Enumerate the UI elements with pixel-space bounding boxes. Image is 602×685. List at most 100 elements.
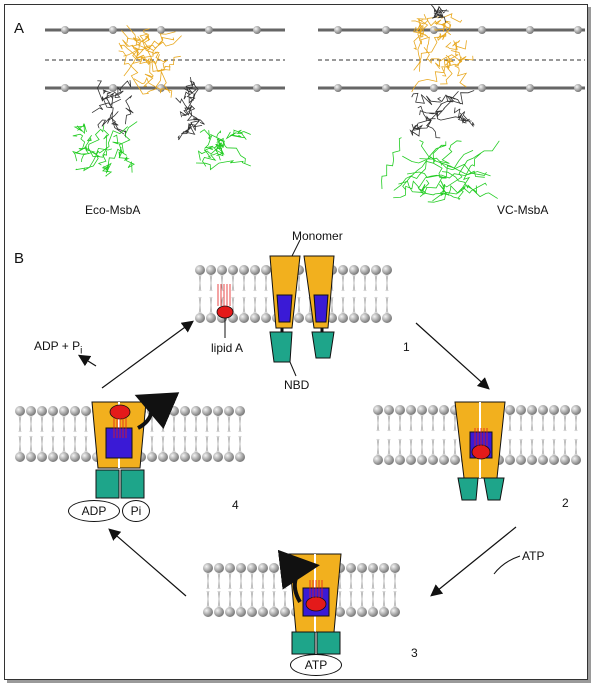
lipid-tail	[508, 438, 512, 456]
lipid-tail	[51, 415, 55, 433]
eco-helix-left	[91, 80, 134, 138]
adp-release-arrow	[77, 354, 97, 367]
lipid-tail	[73, 435, 77, 453]
lipid-tail	[297, 296, 301, 314]
lipid-tail	[239, 572, 243, 590]
lipid-head	[206, 265, 216, 275]
lipid-tail	[382, 590, 386, 608]
lipid-bead	[61, 84, 69, 92]
lipid-tail	[238, 435, 242, 453]
flip-arrow-state-3	[277, 549, 320, 604]
lipid-head	[180, 406, 190, 416]
lipid-bead	[574, 84, 582, 92]
lipid-head	[373, 455, 383, 465]
lipid-tail	[563, 438, 567, 456]
nbd-left-state-1	[269, 331, 293, 363]
lipid-head	[158, 406, 168, 416]
lipid-tail	[231, 274, 235, 292]
lipid-head	[15, 452, 25, 462]
lipid-tail	[161, 435, 165, 453]
lipid-bead	[157, 84, 165, 92]
pi-subscript: i	[80, 345, 83, 357]
monomer-left-state-1	[269, 255, 301, 329]
lipid-bead	[430, 26, 438, 34]
lipid-tail	[172, 435, 176, 453]
eco-tm-helices	[118, 24, 182, 98]
lipid-head	[15, 406, 25, 416]
nbd-label: NBD	[284, 378, 310, 392]
lipid-head	[247, 563, 257, 573]
panel-a-label: A	[14, 20, 25, 37]
lipid-head	[26, 452, 36, 462]
lipid-head	[527, 455, 537, 465]
lipid-tail	[272, 572, 276, 590]
lipid-tail	[574, 438, 578, 456]
lipid-head	[37, 452, 47, 462]
lipid-head	[439, 405, 449, 415]
lipid-a-state-3	[305, 596, 327, 612]
lipid-head	[250, 265, 260, 275]
lipid-bead	[526, 84, 534, 92]
lipid-head	[236, 563, 246, 573]
lipid-tail	[242, 274, 246, 292]
lipid-bead	[109, 84, 117, 92]
lipid-tail	[387, 414, 391, 432]
lipid-tail	[205, 435, 209, 453]
lipid-tail	[341, 296, 345, 314]
lipid-head	[235, 452, 245, 462]
eco-nbd-right	[195, 129, 251, 171]
lipid-tail	[250, 572, 254, 590]
lipid-bead	[382, 84, 390, 92]
arrow-2-to-3	[430, 526, 517, 597]
lipid-head	[280, 563, 290, 573]
lipid-head	[158, 452, 168, 462]
lipid-head	[505, 455, 515, 465]
lipid-head	[213, 406, 223, 416]
lipid-tail	[530, 414, 534, 432]
lipid-tail	[198, 274, 202, 292]
lipid-tail	[409, 438, 413, 456]
pocket-right-state-1	[313, 294, 329, 323]
lipid-tail	[183, 435, 187, 453]
lipid-tail	[227, 415, 231, 433]
lipid-head	[261, 265, 271, 275]
lipid-bead	[334, 26, 342, 34]
eco-helix-right	[175, 77, 205, 141]
lipid-tail	[239, 590, 243, 608]
lipid-tail	[330, 296, 334, 314]
lipid-tail	[431, 438, 435, 456]
lipid-head	[390, 563, 400, 573]
nbd-pointer	[289, 361, 297, 377]
lipid-a-state-4	[109, 404, 131, 420]
lipid-tail	[216, 435, 220, 453]
lipid-head	[214, 607, 224, 617]
lipid-tail	[363, 274, 367, 292]
lipid-tail	[393, 590, 397, 608]
lipid-head	[538, 405, 548, 415]
lipid-head	[261, 313, 271, 323]
lipid-head	[395, 405, 405, 415]
lipid-head	[349, 265, 359, 275]
lipid-head	[382, 313, 392, 323]
lipid-tail	[393, 572, 397, 590]
lipid-tail	[552, 438, 556, 456]
lipid-tail	[371, 590, 375, 608]
lipid-head	[214, 563, 224, 573]
nbd-right-state-1	[311, 331, 335, 359]
lipid-head	[147, 452, 157, 462]
lipid-tail	[206, 572, 210, 590]
lipid-head	[505, 405, 515, 415]
step-1-number: 1	[403, 340, 410, 354]
lipid-head	[280, 607, 290, 617]
lipid-tail	[250, 590, 254, 608]
lipid-tail	[376, 438, 380, 456]
lipid-tail	[261, 590, 265, 608]
lipid-tail	[360, 590, 364, 608]
lipid-tail	[161, 415, 165, 433]
lipid-tail	[51, 435, 55, 453]
lipid-tail	[508, 414, 512, 432]
vc-nbd-dimer	[381, 137, 500, 203]
lipid-tail	[194, 435, 198, 453]
lipid-head	[250, 313, 260, 323]
lipid-tail	[242, 296, 246, 314]
